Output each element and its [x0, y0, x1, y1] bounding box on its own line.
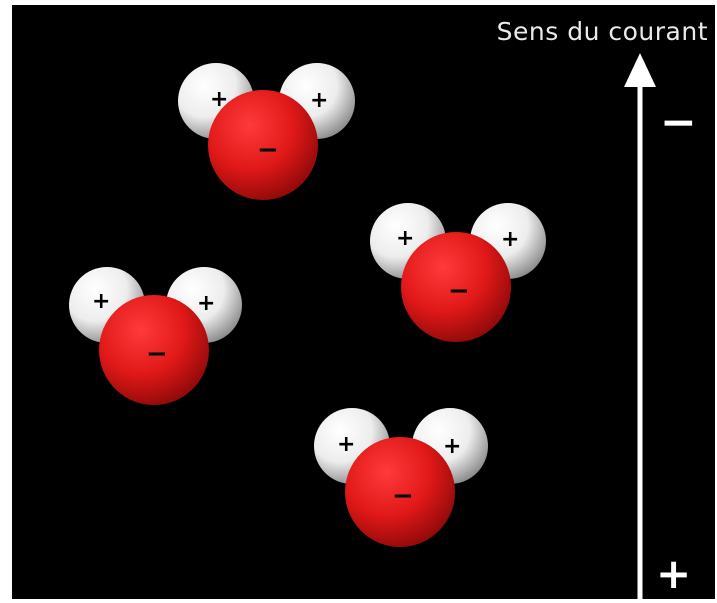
water-molecule: + + − [370, 203, 546, 342]
negative-electrode-sign: − [660, 97, 697, 148]
diagram-panel: Sens du courant [12, 5, 715, 599]
hydrogen-charge: + [310, 88, 328, 113]
hydrogen-charge: + [396, 226, 414, 251]
water-molecule: + + − [314, 408, 488, 547]
hydrogen-charge: + [197, 291, 215, 316]
oxygen-atom [401, 232, 511, 342]
positive-electrode-sign: + [656, 549, 692, 598]
oxygen-atom [99, 295, 209, 405]
oxygen-charge: − [146, 339, 168, 369]
hydrogen-charge: + [92, 289, 110, 314]
molecules-canvas: + + − + + − + + − [69, 53, 656, 599]
oxygen-charge: − [392, 481, 414, 511]
hydrogen-charge: + [210, 87, 228, 112]
oxygen-atom [345, 437, 455, 547]
water-molecule: + + − [69, 267, 242, 405]
hydrogen-charge: + [443, 434, 461, 459]
hydrogen-charge: + [337, 432, 355, 457]
oxygen-charge: − [257, 135, 279, 165]
current-direction-label: Sens du courant [496, 17, 708, 46]
current-arrow [624, 53, 656, 599]
water-molecule: + + − [178, 63, 355, 200]
oxygen-charge: − [448, 276, 470, 306]
hydrogen-charge: + [501, 227, 519, 252]
oxygen-atom [208, 90, 318, 200]
